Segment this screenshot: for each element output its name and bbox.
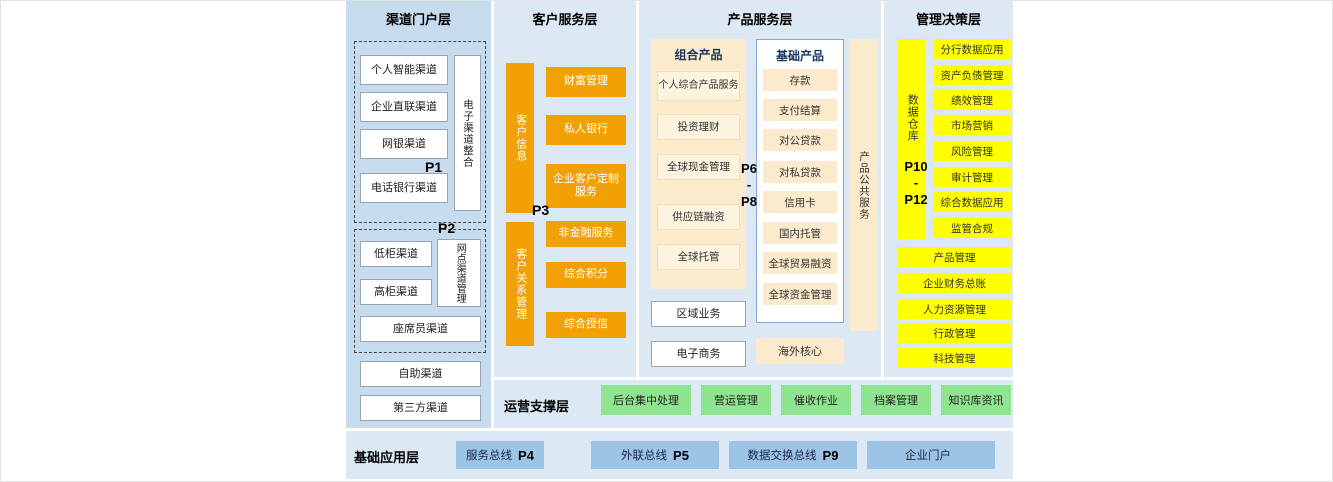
product-item-ecommerce: 电子商务 [651,341,746,367]
ops-item-backoffice: 后台集中处理 [601,385,691,415]
e-channel-integration-bar: 电子渠道整合 [454,55,481,211]
customer-relationship-bar: 客户关系管理 [506,222,534,346]
basic-item-domestic-custody: 国内托管 [763,222,837,244]
data-exchange-bus-label: 数据交换总线 [747,450,817,462]
basic-item-credit-card: 信用卡 [763,191,837,213]
base-layer-title: 基础应用层 [354,450,420,465]
customer-item-credit: 综合授信 [546,312,626,338]
base-item-service-bus: 服务总线 P4 [456,441,544,469]
p2-label: P2 [438,220,456,236]
product-item-regional: 区域业务 [651,301,746,327]
mgmt-item-product-mgmt: 产品管理 [898,247,1011,267]
p10-p12-separator: - [913,175,919,191]
channel-item-self-service: 自助渠道 [360,361,481,387]
operations-layer-title: 运营支撑层 [504,399,570,414]
customer-item-wealth: 财富管理 [546,67,626,97]
mgmt-item-comprehensive-data: 综合数据应用 [933,192,1011,212]
p1-label: P1 [425,159,443,175]
branch-channel-mgmt-label: 网点渠道管理 [454,243,466,303]
p12-label: P12 [904,191,928,207]
mgmt-item-asset-liability: 资产负债管理 [933,65,1011,85]
branch-channel-mgmt-bar: 网点渠道管理 [437,239,481,307]
p4-label: P4 [518,447,534,463]
p1-group-box [354,41,486,223]
product-public-service-label: 产品公共服务 [858,150,870,220]
mgmt-item-audit: 审计管理 [933,167,1011,187]
ops-item-knowledge-base: 知识库资讯 [941,385,1011,415]
combo-item-global-custody: 全球托管 [657,244,740,270]
base-item-external-bus: 外联总线 P5 [591,441,719,469]
channel-item-enterprise-direct: 企业直联渠道 [360,92,448,122]
ops-item-operations-mgmt: 营运管理 [701,385,771,415]
mgmt-item-general-ledger: 企业财务总账 [898,273,1011,293]
mgmt-item-technology: 科技管理 [898,348,1011,368]
customer-item-enterprise-custom: 企业客户定制服务 [546,164,626,208]
mgmt-item-compliance: 监管合规 [933,218,1011,238]
basic-products-header: 基础产品 [775,49,824,63]
mgmt-item-hr: 人力资源管理 [898,299,1011,319]
combo-item-investment: 投资理财 [657,114,740,140]
channel-item-phone-banking: 电话银行渠道 [360,173,448,203]
ops-item-collection: 催收作业 [781,385,851,415]
p6-p8-label: P6 - P8 [737,161,761,210]
p6-label: P6 [741,161,757,176]
basic-item-trade-finance: 全球贸易融资 [763,252,837,274]
customer-info-bar: 客户信息 [506,63,534,213]
basic-item-personal-loan: 对私贷款 [763,161,837,183]
mgmt-item-branch-data: 分行数据应用 [933,39,1011,59]
customer-item-points: 综合积分 [546,262,626,288]
ops-item-archive: 档案管理 [861,385,931,415]
product-public-service-bar: 产品公共服务 [850,39,877,331]
channel-item-personal-smart: 个人智能渠道 [360,55,448,85]
p9-label: P9 [822,447,839,463]
combo-item-personal-comprehensive: 个人综合产品服务 [657,71,740,101]
channel-item-third-party: 第三方渠道 [360,395,481,421]
channel-item-agent: 座席员渠道 [360,316,481,342]
data-warehouse-bar: 数据仓库 [898,39,925,239]
product-layer-title: 产品服务层 [727,12,793,27]
mgmt-item-marketing: 市场营销 [933,115,1011,135]
p8-label: P8 [741,193,757,209]
product-item-overseas-core: 海外核心 [756,338,844,364]
base-item-data-exchange-bus: 数据交换总线 P9 [729,441,857,469]
enterprise-portal-label: 企业门户 [905,450,951,462]
customer-relationship-label: 客户关系管理 [514,248,527,320]
customer-layer-title: 客户服务层 [532,12,598,27]
customer-item-nonfinancial: 非金融服务 [546,221,626,247]
p6-p8-separator: - [746,177,752,193]
mgmt-item-performance: 绩效管理 [933,90,1011,110]
base-item-enterprise-portal: 企业门户 [867,441,995,469]
combo-products-header: 组合产品 [674,48,723,62]
customer-item-private-banking: 私人银行 [546,115,626,145]
management-layer-title: 管理决策层 [915,12,981,27]
p5-label: P5 [673,447,689,463]
combo-item-supply-chain: 供应链融资 [657,204,740,230]
channel-layer-title: 渠道门户层 [385,12,451,27]
data-warehouse-label: 数据仓库 [906,94,919,142]
mgmt-item-administration: 行政管理 [898,323,1011,343]
p3-label: P3 [532,202,550,218]
basic-item-deposit: 存款 [763,69,837,91]
p10-label: P10 [904,159,928,174]
customer-info-label: 客户信息 [514,114,527,162]
basic-item-payment: 支付结算 [763,99,837,121]
channel-item-online-banking: 网银渠道 [360,129,448,159]
service-bus-label: 服务总线 [466,450,513,462]
p10-p12-label: P10 - P12 [898,159,934,208]
e-channel-integration-label: 电子渠道整合 [462,98,474,168]
basic-item-global-fund: 全球资金管理 [763,283,837,305]
basic-item-corporate-loan: 对公贷款 [763,129,837,151]
external-bus-label: 外联总线 [621,450,668,462]
p2-group-box [354,229,486,353]
mgmt-item-risk: 风险管理 [933,141,1011,161]
combo-item-global-cash: 全球现金管理 [657,154,740,180]
channel-item-low-counter: 低柜渠道 [360,241,432,267]
channel-item-high-counter: 高柜渠道 [360,279,432,305]
